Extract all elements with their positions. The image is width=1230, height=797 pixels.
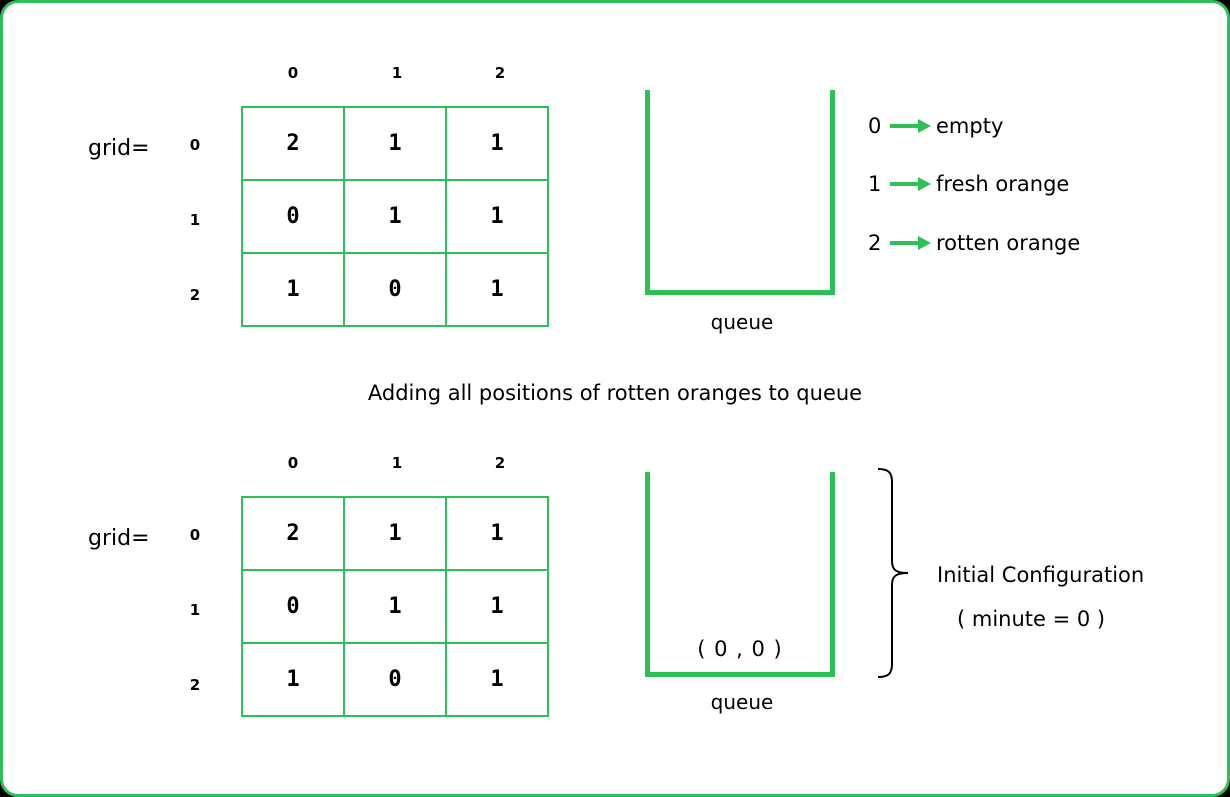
grid-cell: 1 (343, 106, 447, 181)
column-index: 2 (494, 454, 506, 472)
grid-row: 2 1 1 (241, 496, 549, 571)
grid-cell: 1 (343, 179, 447, 254)
queue-label: queue (710, 690, 774, 714)
grid-cell: 1 (445, 106, 549, 181)
grid-cell: 1 (445, 569, 549, 644)
annotation-title: Initial Configuration (937, 563, 1145, 587)
grid-row: 1 0 1 (241, 252, 549, 327)
column-index: 2 (494, 64, 506, 82)
legend-value: 2 (868, 231, 882, 255)
grid-cell: 0 (343, 252, 447, 327)
grid-label: grid= (88, 136, 150, 161)
grid-cell: 1 (241, 252, 345, 327)
legend-meaning: fresh orange (936, 172, 1070, 196)
right-arrow-icon (890, 119, 931, 133)
orange-grid: 2 1 1 0 1 1 1 0 1 (241, 106, 549, 327)
grid-cell: 0 (241, 569, 345, 644)
legend-item: 1 fresh orange (868, 172, 1069, 196)
grid-cell: 1 (445, 642, 549, 717)
column-index: 1 (391, 454, 403, 472)
grid-cell: 1 (445, 496, 549, 571)
queue-item: ( 0 , 0 ) (697, 637, 783, 661)
right-arrow-icon (890, 236, 931, 250)
legend-meaning: rotten orange (936, 231, 1081, 255)
grid-cell: 1 (343, 496, 447, 571)
grid-label: grid= (88, 526, 150, 551)
row-index: 0 (189, 526, 201, 544)
row-index: 2 (189, 676, 201, 694)
orange-grid: 2 1 1 0 1 1 1 0 1 (241, 496, 549, 717)
column-index: 0 (287, 64, 299, 82)
grid-cell: 1 (445, 179, 549, 254)
column-index: 0 (287, 454, 299, 472)
queue-container (645, 472, 835, 677)
grid-row: 1 0 1 (241, 642, 549, 717)
column-index: 1 (391, 64, 403, 82)
legend-item: 0 empty (868, 114, 1003, 138)
row-index: 1 (189, 601, 201, 619)
grid-cell: 0 (241, 179, 345, 254)
grid-row: 0 1 1 (241, 179, 549, 254)
grid-row: 2 1 1 (241, 106, 549, 181)
curly-brace-icon (877, 468, 909, 678)
grid-cell: 1 (241, 642, 345, 717)
legend-value: 1 (868, 172, 882, 196)
grid-cell: 2 (241, 106, 345, 181)
queue-label: queue (710, 310, 774, 334)
grid-cell: 0 (343, 642, 447, 717)
row-index: 0 (189, 136, 201, 154)
legend-value: 0 (868, 114, 882, 138)
grid-cell: 2 (241, 496, 345, 571)
grid-cell: 1 (445, 252, 549, 327)
legend-meaning: empty (936, 114, 1004, 138)
legend-item: 2 rotten orange (868, 231, 1080, 255)
grid-row: 0 1 1 (241, 569, 549, 644)
queue-container (645, 90, 835, 295)
row-index: 1 (189, 211, 201, 229)
step-caption: Adding all positions of rotten oranges t… (367, 381, 863, 405)
grid-cell: 1 (343, 569, 447, 644)
right-arrow-icon (890, 177, 931, 191)
annotation-subtitle: ( minute = 0 ) (957, 607, 1106, 631)
row-index: 2 (189, 286, 201, 304)
